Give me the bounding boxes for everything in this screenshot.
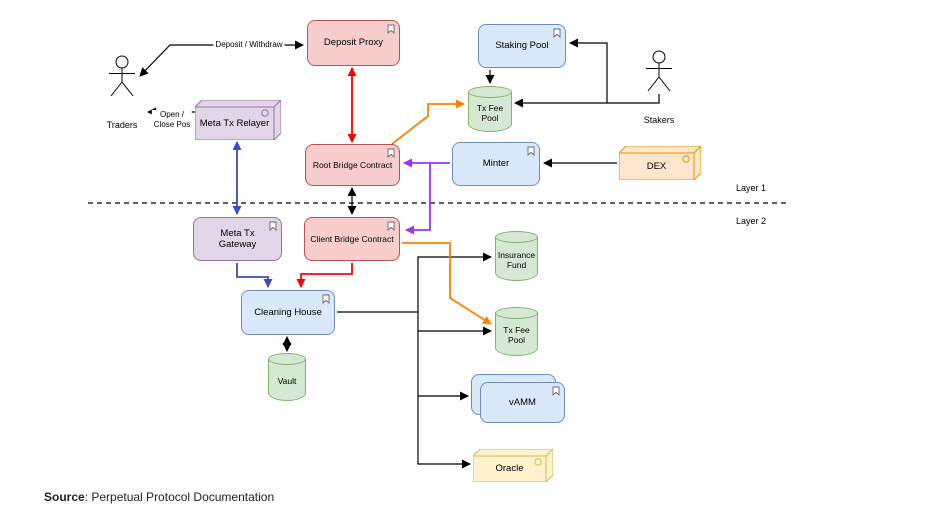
node-label: Meta Tx Relayer (199, 117, 270, 129)
node-deposit-proxy: Deposit Proxy (307, 20, 400, 66)
layer2-label: Layer 2 (736, 216, 767, 226)
bookmark-icon (553, 28, 561, 38)
node-label: Oracle (495, 463, 524, 475)
edge-cleaning-house-insurance-fund (417, 252, 492, 312)
edge-cleaning-house-tx-fee-pool-l2 (417, 312, 492, 336)
edge-root-bridge-tx-fee-pool-l1 (391, 99, 465, 145)
bookmark-icon (387, 221, 395, 231)
node-client-bridge-contract: Client Bridge Contract (304, 217, 400, 261)
node-meta-tx-gateway: Meta Tx Gateway (193, 217, 282, 261)
node-label: Vault (277, 375, 297, 386)
node-oracle: Oracle (473, 449, 553, 482)
cube-shape (195, 100, 281, 140)
edge-stakers-tx-fee-pool-l1 (514, 94, 660, 108)
node-dex: DEX (619, 146, 701, 180)
edge-label-line: Close Pos (153, 120, 191, 129)
node-staking-pool: Staking Pool (478, 24, 566, 68)
node-label: DEX (646, 160, 667, 172)
cylinder-shape (495, 231, 538, 243)
cylinder-shape (268, 359, 306, 401)
cylinder-shape (468, 86, 512, 98)
actor-stakers: Stakers (641, 50, 677, 125)
edge-client-bridge-tx-fee-pool-l2 (402, 242, 492, 325)
node-label: Staking Pool (495, 40, 549, 52)
bookmark-icon (527, 146, 535, 156)
person-icon (109, 55, 135, 97)
layer1-label: Layer 1 (736, 183, 767, 193)
edge-cleaning-house-vamm (417, 331, 469, 401)
source-note-label: Source (44, 490, 85, 504)
bookmark-icon (322, 294, 330, 304)
bookmark-icon (387, 148, 395, 158)
bookmark-icon (269, 221, 277, 231)
interface-circle-icon (682, 155, 690, 163)
bookmark-icon (387, 24, 395, 34)
node-root-bridge-contract: Root Bridge Contract (305, 144, 400, 186)
node-label: Insurance Fund (497, 249, 536, 270)
node-vault: Vault (268, 353, 306, 401)
node-label: vAMM (509, 396, 536, 408)
node-cleaning-house: Cleaning House (241, 290, 335, 335)
edge-minter-client-bridge (405, 163, 431, 235)
node-label: Deposit Proxy (323, 37, 384, 49)
cube-shape (473, 449, 553, 482)
actor-traders: Traders (104, 55, 140, 130)
source-note-text: : Perpetual Protocol Documentation (84, 490, 275, 504)
node-label: Client Bridge Contract (310, 233, 394, 244)
node-label: Tx Fee Pool (503, 325, 530, 345)
edge-label-open-close-pos: Open / Close Pos (151, 110, 193, 130)
node-vamm: vAMM (480, 382, 565, 423)
node-meta-tx-relayer: Meta Tx Relayer (195, 100, 281, 140)
node-insurance-fund: Insurance Fund (495, 231, 538, 281)
node-label: Meta Tx Gateway (218, 227, 257, 250)
edge-stakers-staking-pool (569, 38, 608, 103)
person-icon (646, 50, 672, 92)
node-tx-fee-pool-l2: Tx Fee Pool (495, 307, 538, 356)
cylinder-shape (468, 92, 512, 132)
edge-client-bridge-cleaning-house (296, 263, 353, 288)
node-minter: Minter (452, 142, 540, 186)
actor-label: Stakers (643, 115, 675, 125)
actor-label: Traders (106, 120, 138, 130)
cylinder-shape (495, 313, 538, 356)
edge-cleaning-house-oracle (417, 396, 471, 469)
source-note: Source: Perpetual Protocol Documentation (44, 490, 274, 504)
node-label: Tx Fee Pool (476, 102, 504, 123)
cylinder-shape (268, 353, 306, 365)
edge-label-line: Open / (159, 110, 184, 119)
node-label: Cleaning House (254, 306, 322, 318)
cylinder-shape (495, 237, 538, 281)
interface-circle-icon (534, 458, 542, 466)
bookmark-icon (552, 386, 560, 396)
cylinder-shape (495, 307, 538, 319)
interface-circle-icon (261, 109, 269, 117)
edge-label-deposit-withdraw: Deposit / Withdraw (213, 40, 285, 50)
node-label: Minter (482, 158, 510, 170)
node-tx-fee-pool-l1: Tx Fee Pool (468, 86, 512, 132)
edge-gateway-cleaning-house (236, 263, 273, 288)
cube-shape (619, 146, 701, 180)
node-label: Root Bridge Contract (312, 159, 393, 170)
